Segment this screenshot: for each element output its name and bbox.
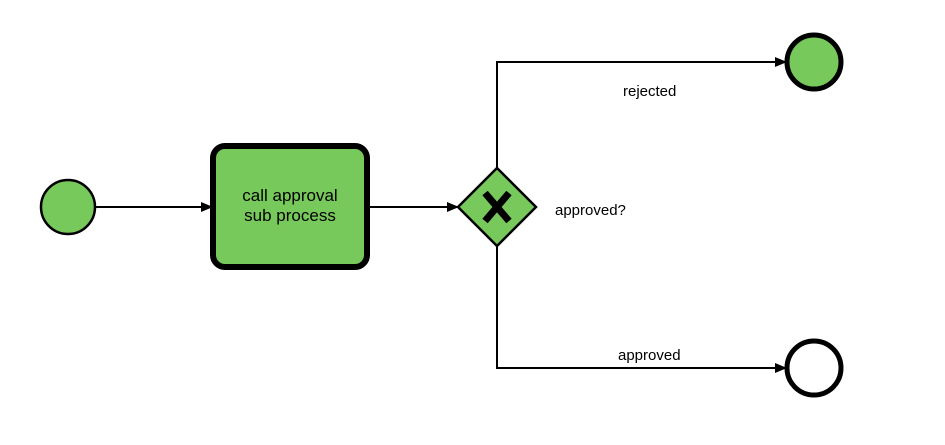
call-activity-task[interactable] [210,143,370,270]
end-event-approved[interactable] [784,338,844,398]
task-label-line2: sub process [244,206,336,225]
flow-label-approved: approved [618,347,681,364]
flow-gateway-to-end-rejected[interactable] [496,57,787,168]
start-event[interactable] [39,178,97,236]
end-event-rejected[interactable] [784,32,844,92]
gateway-x-marker-icon [482,190,512,224]
flow-gateway-to-end-approved[interactable] [496,246,787,373]
flow-label-rejected: rejected [623,83,676,100]
gateway-label: approved? [555,202,626,219]
task-label-line1: call approval [242,186,337,205]
